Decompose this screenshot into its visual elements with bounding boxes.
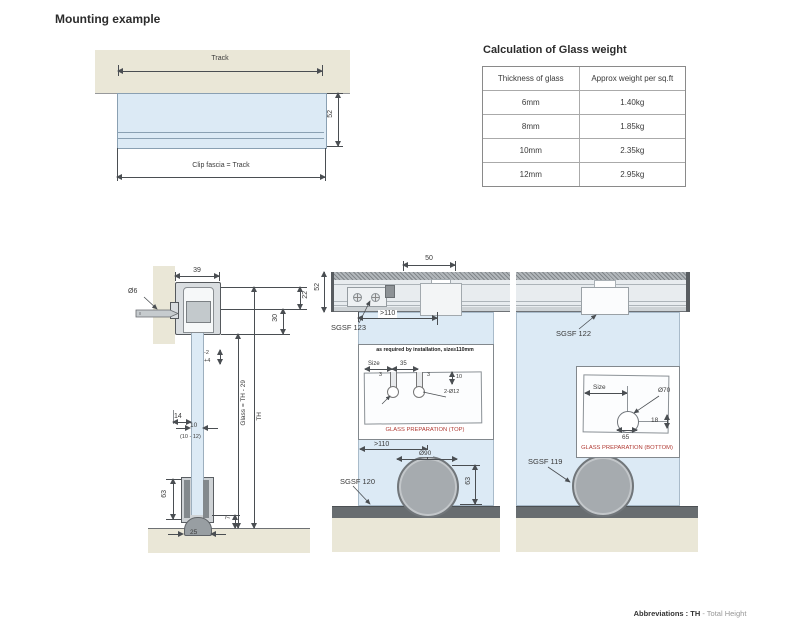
sgsf-122-label: SGSF 122 bbox=[556, 329, 592, 338]
prep-bottom-caption: GLASS PREPARATION (BOTTOM) bbox=[581, 445, 673, 451]
dim-90: Ø90 bbox=[417, 450, 434, 458]
table-row: 8mm 1.85kg bbox=[483, 114, 685, 138]
track-fascia bbox=[117, 93, 327, 149]
roller-trolley bbox=[347, 287, 387, 307]
floor-guide-foot bbox=[184, 517, 212, 536]
cell-weight: 1.85kg bbox=[578, 115, 685, 138]
cell-weight: 2.95kg bbox=[578, 163, 685, 186]
glass-hanger-clamp bbox=[420, 283, 462, 316]
cell-thickness: 8mm bbox=[521, 122, 540, 131]
abbreviations-footer: Abbreviations : TH - Total Height bbox=[590, 609, 790, 618]
dim-25: 25 bbox=[190, 529, 198, 536]
track-height-dim: 52 bbox=[314, 283, 321, 291]
col-header-weight: Approx weight per sq.ft bbox=[578, 67, 685, 90]
table-row: 10mm 2.35kg bbox=[483, 138, 685, 162]
hole-12 bbox=[413, 386, 425, 398]
dim-63-roller: 63 bbox=[465, 477, 472, 485]
track-end-cap bbox=[331, 272, 334, 312]
prep-size-dim: Size bbox=[593, 384, 606, 391]
dim-35: 35 bbox=[400, 361, 407, 367]
cell-thickness: 12mm bbox=[519, 170, 542, 179]
dim-110-top: >110 bbox=[378, 310, 398, 318]
dim-10-slot: 10 bbox=[456, 374, 463, 380]
col-header-thickness: Thickness of glass bbox=[497, 74, 564, 83]
cell-weight: 1.40kg bbox=[578, 91, 685, 114]
floor-block-middle bbox=[332, 517, 500, 552]
roller-carrier bbox=[186, 301, 211, 323]
total-height-dim: TH bbox=[256, 412, 263, 421]
floor-block bbox=[148, 528, 310, 553]
prep-top-caption: GLASS PREPARATION (TOP) bbox=[385, 427, 465, 433]
clamp-bar-right bbox=[203, 480, 209, 518]
floor-block-right bbox=[516, 517, 698, 552]
abbreviation-value: - Total Height bbox=[700, 609, 747, 618]
sgsf-123-label: SGSF 123 bbox=[331, 323, 367, 332]
track-width-dim: 39 bbox=[193, 267, 201, 274]
dim-7: 7 bbox=[226, 516, 232, 520]
wall-clip bbox=[170, 302, 179, 319]
screw-icon bbox=[371, 293, 380, 302]
prep-size-dim: Size bbox=[368, 361, 380, 367]
cell-weight: 2.35kg bbox=[578, 139, 685, 162]
glass-height-dim: Glass = TH - 29 bbox=[240, 380, 247, 426]
dim-10: 10 bbox=[190, 422, 198, 429]
glass-clamp-block bbox=[581, 287, 629, 315]
table-row: 12mm 2.95kg bbox=[483, 162, 685, 186]
dim-63: 63 bbox=[161, 490, 168, 498]
glass-pane-section bbox=[191, 321, 204, 515]
dim-3-right: 3 bbox=[427, 372, 431, 378]
tolerance-minus: -2 bbox=[204, 350, 209, 356]
track-end-cap bbox=[686, 272, 690, 312]
table-header-row: Thickness of glass Approx weight per sq.… bbox=[483, 67, 685, 90]
holes-label: 2-Ø12 bbox=[444, 389, 460, 395]
dim-30: 30 bbox=[272, 314, 279, 322]
floor-roller-middle bbox=[397, 456, 459, 518]
tolerance-plus: +4 bbox=[204, 358, 211, 364]
wall-block bbox=[153, 266, 175, 344]
cell-thickness: 6mm bbox=[521, 98, 540, 107]
screw-icon bbox=[353, 293, 362, 302]
dim-110-bottom: >110 bbox=[372, 441, 392, 449]
trolley-stop bbox=[385, 285, 395, 298]
sgsf-120-label: SGSF 120 bbox=[340, 477, 376, 486]
dim-10-range: (10 - 12) bbox=[180, 434, 201, 440]
screw-dia-label: Ø6 bbox=[128, 288, 138, 295]
fascia-height-dim: 52 bbox=[327, 110, 334, 118]
dim-65: 65 bbox=[622, 434, 630, 441]
cell-thickness: 10mm bbox=[519, 146, 542, 155]
dim-3-left: 3 bbox=[379, 372, 383, 378]
table-row: 6mm 1.40kg bbox=[483, 90, 685, 114]
page-title: Mounting example bbox=[55, 12, 161, 26]
clamp-bar-left bbox=[184, 480, 190, 518]
dim-14: 14 bbox=[174, 413, 182, 420]
dim-70: Ø70 bbox=[658, 387, 671, 394]
dim-50: 50 bbox=[425, 255, 433, 262]
prep-glass-piece bbox=[363, 371, 483, 425]
track-dim-label: Track bbox=[211, 55, 229, 62]
hole-12 bbox=[387, 386, 399, 398]
abbreviation-key: Abbreviations : TH bbox=[633, 609, 701, 618]
table-title: Calculation of Glass weight bbox=[483, 44, 627, 56]
dim-18: 18 bbox=[651, 417, 659, 424]
glass-weight-table: Thickness of glass Approx weight per sq.… bbox=[482, 66, 686, 187]
floor-roller-right bbox=[572, 455, 634, 517]
dim-22: 22 bbox=[302, 291, 309, 299]
clip-fascia-label: Clip fascia = Track bbox=[192, 162, 250, 169]
sgsf-119-label: SGSF 119 bbox=[528, 457, 563, 466]
prep-note: as required by installation, size≥110mm bbox=[376, 347, 474, 353]
